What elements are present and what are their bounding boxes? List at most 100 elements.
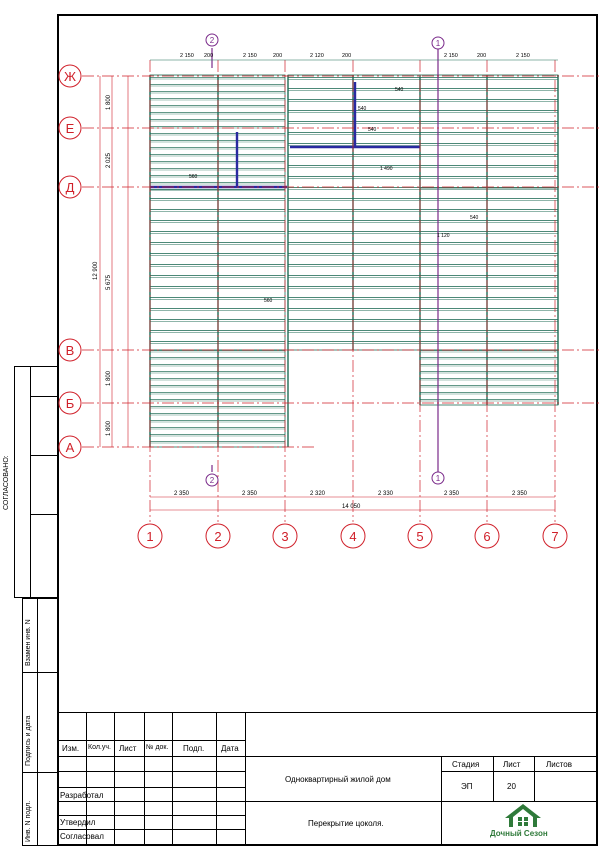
company-logo-icon (505, 804, 541, 827)
header-list: Лист (119, 744, 137, 753)
dim-top: 2 150 (243, 53, 257, 59)
tb-line (57, 815, 245, 816)
header-kol: Кол.уч. (88, 744, 111, 751)
panel-label: 560 (264, 298, 273, 304)
section-1-top: 1 (436, 39, 441, 48)
dim-left: 2 025 (106, 152, 112, 168)
tb-line (57, 771, 245, 772)
header-date: Дата (221, 744, 239, 753)
section-markers (205, 33, 445, 487)
section-2-top: 2 (210, 36, 215, 45)
stage-value: ЭП (461, 782, 473, 791)
role-developed: Разработал (60, 791, 104, 800)
panel-label: 540 (368, 127, 377, 133)
letter-axis-lines (82, 75, 600, 448)
stamp-row-line (30, 396, 57, 397)
dim-left: 12 900 (93, 261, 99, 280)
floor-plan-drawing: 2 150 200 2 150 200 2 120 200 2 150 200 … (58, 33, 600, 549)
axis-7: 7 (551, 529, 558, 544)
role-agreed: Согласовал (60, 832, 104, 841)
panel-labels: 540 540 540 560 1 490 1 120 540 560 (189, 87, 479, 304)
axis-a: А (66, 440, 75, 455)
tb-col (493, 756, 494, 801)
dim-bottom: 2 350 (174, 491, 190, 497)
panel-label: 540 (470, 215, 479, 221)
dim-top: 200 (273, 53, 282, 59)
header-izm: Изм. (62, 744, 80, 753)
inventory-row-line (22, 672, 57, 673)
axis-6: 6 (483, 529, 490, 544)
dim-left: 1 800 (106, 370, 112, 386)
dim-top: 2 150 (516, 53, 530, 59)
axis-zh: Ж (64, 69, 76, 84)
inventory-row-line (22, 772, 57, 773)
tb-col (172, 712, 173, 846)
section-1-bottom: 1 (436, 474, 441, 483)
top-dims: 2 150 200 2 150 200 2 120 200 2 150 200 … (180, 53, 530, 59)
sheets-label: Листов (546, 760, 572, 769)
dim-left: 1 800 (106, 94, 112, 110)
stamp-row-line (30, 514, 57, 515)
left-dims: 1 800 2 025 5 675 1 800 1 800 12 900 (93, 94, 112, 436)
tb-col (86, 712, 87, 846)
tb-line (441, 771, 598, 772)
dim-top: 200 (477, 53, 486, 59)
header-doc: № док. (146, 744, 169, 751)
stamp-row-line (30, 455, 57, 456)
tb-col (245, 712, 246, 846)
letter-axis-labels: Ж Е Д В Б А (64, 69, 76, 455)
axis-b: Б (66, 396, 75, 411)
sign-date-label: Подпись и дата (25, 715, 32, 766)
axis-v: В (66, 343, 75, 358)
dim-top: 200 (342, 53, 351, 59)
panel-label: 1 120 (437, 233, 450, 239)
dim-top: 2 150 (180, 53, 194, 59)
axis-5: 5 (416, 529, 423, 544)
tb-line (57, 801, 598, 802)
number-axis-lines (149, 60, 556, 522)
inventory-divider (37, 598, 38, 846)
title-block (57, 712, 598, 846)
left-dimension-lines (99, 76, 129, 447)
dim-bottom: 2 350 (242, 491, 258, 497)
tb-col (144, 712, 145, 846)
sheet-value: 20 (507, 782, 516, 791)
number-axis-labels: 1 2 3 4 5 6 7 (146, 529, 558, 544)
axis-d: Д (66, 180, 75, 195)
panel-label: 560 (189, 174, 198, 180)
tb-col (114, 712, 115, 846)
dim-bottom: 2 350 (512, 491, 528, 497)
axis-4: 4 (349, 529, 356, 544)
tb-col (441, 756, 442, 846)
panel-label: 540 (358, 106, 367, 112)
dim-bottom: 2 350 (444, 491, 460, 497)
axis-1: 1 (146, 529, 153, 544)
sheet-label: Лист (503, 760, 521, 769)
tb-line (57, 787, 245, 788)
tb-col (216, 712, 217, 846)
bottom-dims: 2 350 2 350 2 320 2 330 2 350 2 350 14 0… (174, 491, 528, 510)
stamp-divider (30, 366, 31, 598)
axis-3: 3 (281, 529, 288, 544)
stage-label: Стадия (452, 760, 480, 769)
axis-2: 2 (214, 529, 221, 544)
sheet-frame (57, 14, 598, 846)
company-name: Дочный Сезон (490, 829, 548, 838)
letter-axis-bubbles (58, 64, 82, 459)
bottom-dimension-lines (150, 496, 555, 511)
panel-label: 1 490 (380, 166, 393, 172)
tb-line (57, 829, 245, 830)
dim-top: 2 120 (310, 53, 324, 59)
project-name: Одноквартирный жилой дом (285, 775, 391, 784)
dim-left: 1 800 (106, 420, 112, 436)
dim-bottom: 2 330 (378, 491, 394, 497)
inv-orig-label: Инв. N подл. (25, 800, 32, 842)
dim-top: 2 150 (444, 53, 458, 59)
inventory-stamp (22, 598, 57, 846)
dim-bottom: 2 320 (310, 491, 326, 497)
sheet-title: Перекрытие цоколя. (308, 819, 384, 828)
section-2-bottom: 2 (210, 476, 215, 485)
tb-col (534, 756, 535, 801)
dim-top: 200 (204, 53, 213, 59)
panel-label: 540 (395, 87, 404, 93)
